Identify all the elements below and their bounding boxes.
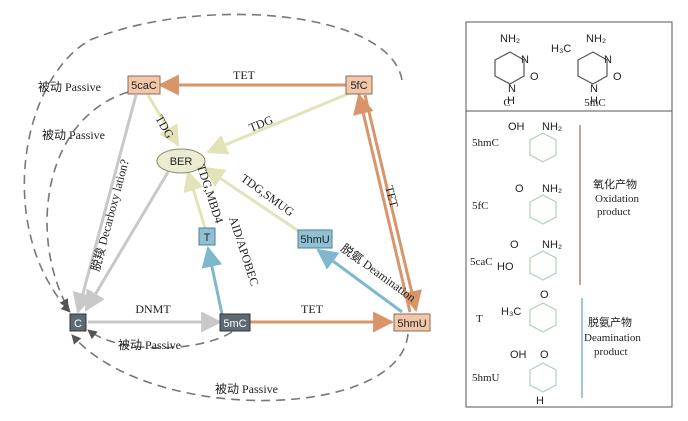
cac-nh2: NH₂	[542, 239, 562, 251]
arrow-tdg-cac-to-ber	[146, 94, 180, 147]
row-label-5cac: 5caC	[470, 256, 493, 268]
oxidation-label-en2: product	[597, 206, 631, 218]
arrow-hmu-deamination	[316, 248, 403, 314]
mc-nh2: NH₂	[586, 33, 606, 45]
label-tdg-mbd4: TDG,MBD4	[194, 163, 226, 225]
label-tet-right: TET	[382, 184, 401, 210]
hmc-oh: OH	[508, 121, 525, 133]
node-c: C	[69, 313, 87, 332]
passive-arcs	[23, 13, 409, 402]
node-5fc: 5fC	[345, 75, 373, 95]
row-label-5fc: 5fC	[472, 200, 489, 212]
cac-ho: HO	[497, 261, 514, 273]
mc-n3: N	[604, 54, 612, 66]
hmu-oh: OH	[510, 349, 527, 361]
t-h3c: H₃C	[501, 306, 521, 318]
label-passive-outer-top: 被动 Passive	[38, 80, 101, 94]
label-dnmt: DNMT	[135, 302, 171, 316]
arrow-hmu-to-ber	[203, 166, 301, 234]
arrow-mc-to-t	[201, 245, 224, 315]
mc-o: O	[613, 71, 622, 83]
label-tet-bottom: TET	[301, 302, 324, 316]
label-decarboxylation: 脱羧 Decarboxy lation?	[87, 158, 131, 273]
c-n1: N	[508, 83, 516, 95]
deamination-products: T H₃C O 5hmU OH O H 脱氨产物 Deamination pro…	[472, 289, 641, 407]
passive-arc-outer-top	[23, 13, 403, 313]
oxidation-label-en1: Oxidation	[595, 193, 639, 205]
hmu-o-top: O	[540, 349, 549, 361]
arrow-t-to-ber	[183, 169, 207, 229]
structure-c: NH₂ N N O H C	[494, 33, 539, 109]
node-t: T	[198, 227, 216, 246]
oxidation-products: 5hmC OH NH₂ 5fC O NH₂ 5caC O HO NH₂ 氧化产物…	[470, 121, 639, 285]
label-tet-top: TET	[233, 68, 256, 82]
node-ber-label: BER	[170, 156, 193, 168]
node-5mc: 5mC	[219, 313, 251, 332]
node-5cac-label: 5caC	[131, 80, 157, 92]
node-5hmu-mid: 5hmU	[297, 229, 333, 249]
node-5mc-label: 5mC	[223, 318, 246, 330]
label-structure-5mc: 5mC	[584, 97, 605, 109]
arrow-tet-fc-to-hmu	[363, 94, 422, 313]
node-5hmu-right-label: 5hmU	[397, 318, 426, 330]
deamination-label-zh: 脱氨产物	[588, 315, 632, 329]
oxidation-label-zh: 氧化产物	[593, 177, 637, 191]
cac-o: O	[510, 239, 519, 251]
passive-arc-bottom	[71, 333, 409, 402]
node-5cac: 5caC	[127, 75, 161, 95]
deamination-label-en1: Deamination	[584, 332, 641, 344]
label-structure-c: C	[503, 97, 510, 109]
arrow-decarboxylation	[72, 94, 138, 315]
hmc-nh2: NH₂	[542, 121, 562, 133]
label-passive-bottom: 被动 Passive	[215, 382, 278, 396]
node-ber: BER	[156, 148, 206, 174]
fc-nh2: NH₂	[542, 183, 562, 195]
node-5fc-label: 5fC	[350, 80, 367, 92]
node-c-label: C	[74, 318, 82, 330]
c-o: O	[530, 71, 539, 83]
arrow-ber-to-c	[84, 171, 170, 312]
node-t-label: T	[204, 232, 211, 244]
row-label-t: T	[476, 313, 483, 325]
t-o-top: O	[540, 289, 549, 301]
mc-h: H	[590, 95, 598, 107]
deamination-label-en2: product	[594, 346, 628, 358]
node-5hmu-right: 5hmU	[393, 313, 431, 332]
hmu-h: H	[536, 395, 544, 407]
row-label-5hmu: 5hmU	[472, 372, 500, 384]
structure-panel: NH₂ N N O H C H₃C NH₂ N N O H 5mC 5hmC O…	[465, 21, 673, 408]
label-passive-bottom-mid: 被动 Passive	[118, 338, 181, 352]
c-nh2: NH₂	[500, 33, 520, 45]
mc-n1: N	[590, 83, 598, 95]
arrow-tet-hmu-to-fc	[353, 92, 412, 313]
node-5hmu-mid-label: 5hmU	[300, 234, 329, 246]
mc-h3c: H₃C	[551, 43, 571, 55]
structure-5mc: H₃C NH₂ N N O H 5mC	[551, 33, 622, 109]
passive-arc-inner	[46, 91, 129, 309]
fc-o: O	[515, 183, 524, 195]
row-label-5hmc: 5hmC	[472, 137, 499, 149]
c-n3: N	[521, 54, 529, 66]
label-aid-apobec: AID/APOBEC	[226, 215, 262, 288]
label-passive-inner: 被动 Passive	[42, 128, 105, 142]
arrow-tdg-fc-to-ber	[206, 91, 351, 155]
c-h: H	[507, 95, 515, 107]
